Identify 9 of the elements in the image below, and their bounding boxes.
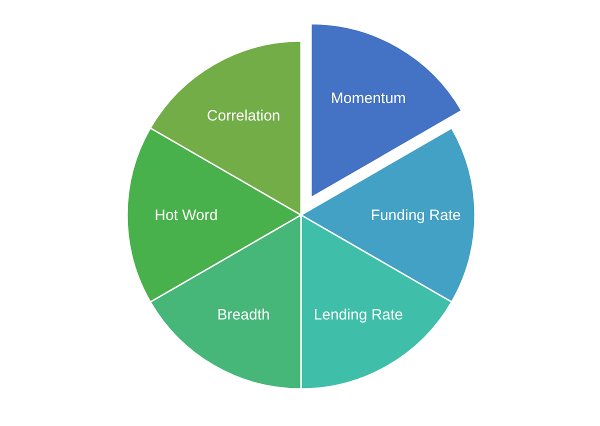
slice-label: Hot Word (154, 207, 218, 224)
slice-label: Momentum (330, 90, 406, 108)
pie-slice (300, 127, 476, 303)
slice-label: Lending Rate (314, 306, 404, 324)
slice-label: Breadth (217, 306, 270, 324)
pie-slice (310, 22, 462, 198)
pie-slice (126, 127, 302, 303)
slice-label: Correlation (206, 108, 280, 125)
slice-label: Funding Rate (370, 207, 461, 224)
